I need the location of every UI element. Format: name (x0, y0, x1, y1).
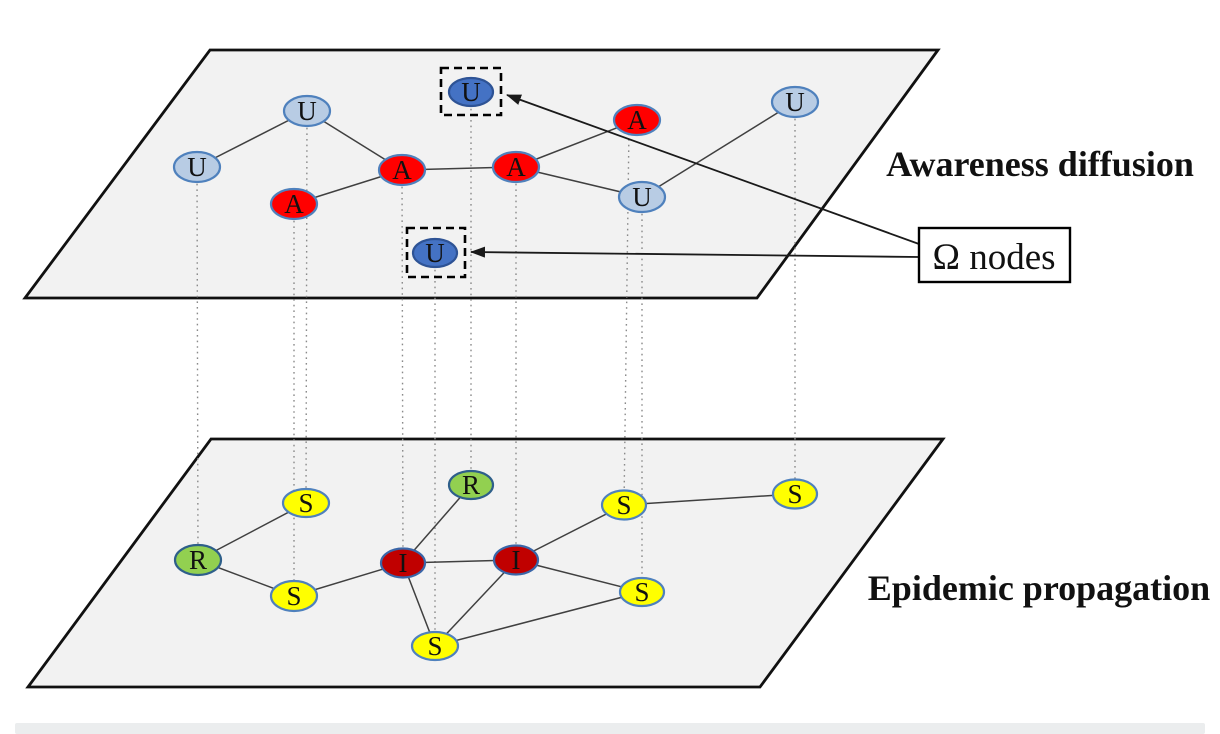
interlayer-link (196, 166, 199, 561)
epidemic-plane (25, 437, 946, 689)
node-infected-i1: I (379, 547, 427, 579)
node-label: U (785, 87, 805, 117)
node-susceptible-s6: S (771, 478, 819, 510)
node-ellipse (173, 543, 223, 577)
omega-node-box-bottom (405, 226, 467, 279)
node-ellipse (172, 150, 222, 184)
node-ellipse (411, 237, 459, 269)
node-label: S (634, 577, 649, 607)
node-ellipse (281, 487, 331, 519)
node-susceptible-s4: S (600, 489, 648, 521)
node-aware-a4: A (612, 103, 662, 137)
omega-annotation: Ω nodes (917, 226, 1072, 284)
omega-annotation-label: Ω nodes (932, 237, 1055, 278)
node-label: U (632, 182, 652, 212)
awareness-layer-title: Awareness diffusion (886, 144, 1194, 184)
node-ellipse (282, 94, 332, 128)
omega-node-box-top (439, 66, 503, 117)
node-label: U (461, 77, 481, 107)
node-ellipse (618, 576, 666, 608)
node-ellipse (269, 579, 319, 613)
node-label: U (187, 152, 207, 182)
node-label: I (399, 548, 408, 578)
epidemic-layer-title: Epidemic propagation (868, 568, 1210, 608)
node-ellipse (612, 103, 662, 137)
node-susceptible-s3: S (410, 630, 460, 662)
network-edge (434, 559, 517, 647)
node-ellipse (377, 153, 427, 187)
node-label: I (512, 545, 521, 575)
node-label: S (787, 479, 802, 509)
node-ellipse (410, 630, 460, 662)
node-ellipse (770, 85, 820, 119)
node-label: R (189, 545, 207, 575)
awareness-nodes: U U A A A U U A (172, 76, 820, 269)
node-recovered-r2: R (447, 469, 495, 501)
awareness-plane (22, 48, 941, 300)
node-ellipse (447, 469, 495, 501)
node-omega-o2: U (411, 237, 459, 269)
node-susceptible-s5: S (618, 576, 666, 608)
node-label: S (298, 488, 313, 518)
node-ellipse (617, 180, 667, 214)
network-edge (434, 591, 643, 647)
node-unaware-u4: U (617, 180, 667, 214)
node-label: S (616, 490, 631, 520)
node-ellipse (491, 150, 541, 184)
node-unaware-u2: U (282, 94, 332, 128)
omega-annotation-box (917, 226, 1072, 284)
node-label: A (506, 152, 526, 182)
node-susceptible-s2: S (269, 579, 319, 613)
node-aware-a3: A (491, 150, 541, 184)
node-unaware-u3: U (770, 85, 820, 119)
node-aware-a2: A (377, 153, 427, 187)
node-ellipse (492, 544, 540, 576)
node-unaware-u1: U (172, 150, 222, 184)
node-ellipse (600, 489, 648, 521)
node-ellipse (379, 547, 427, 579)
node-label: U (425, 238, 445, 268)
node-ellipse (771, 478, 819, 510)
node-infected-i2: I (492, 544, 540, 576)
node-label: S (427, 631, 442, 661)
node-susceptible-s1: S (281, 487, 331, 519)
node-recovered-r1: R (173, 543, 223, 577)
node-label: A (627, 105, 647, 135)
interlayer-link (305, 110, 308, 504)
omega-pointer-line-top (506, 94, 920, 245)
node-ellipse (447, 76, 495, 108)
interlayer-link (401, 169, 404, 564)
node-ellipse (269, 187, 319, 221)
node-aware-a1: A (269, 187, 319, 221)
omega-pointer-line-bottom (470, 246, 920, 258)
node-label: U (297, 96, 317, 126)
node-label: A (284, 189, 304, 219)
epidemic-nodes: R S S I R I S S (173, 469, 819, 662)
network-edge (623, 493, 796, 506)
node-label: A (392, 155, 412, 185)
node-label: R (462, 470, 480, 500)
node-label: S (286, 581, 301, 611)
footer-scrollbar-track[interactable] (15, 723, 1205, 734)
network-edge (641, 101, 796, 198)
node-omega-o1: U (447, 76, 495, 108)
